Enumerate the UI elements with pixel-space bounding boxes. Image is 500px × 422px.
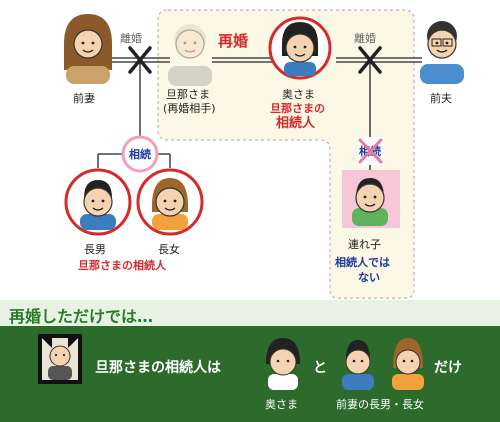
husband-figure bbox=[168, 24, 212, 86]
ex-husband-label: 前夫 bbox=[430, 92, 452, 105]
husband-label: 旦那さま bbox=[166, 88, 210, 101]
stepchild-figure bbox=[352, 178, 388, 226]
ex-husband-figure bbox=[420, 21, 464, 84]
stepchild-note-line1: 相続人では bbox=[335, 256, 390, 269]
summary-and-text: と bbox=[313, 360, 327, 376]
summary-bar bbox=[0, 326, 500, 422]
cross-icon bbox=[358, 138, 383, 164]
wife-heir-line2: 相続人 bbox=[276, 116, 316, 131]
ex-wife-label: 前妻 bbox=[73, 92, 95, 105]
summary-children-caption: 前妻の長男・長女 bbox=[336, 398, 424, 411]
ex-wife-figure bbox=[64, 14, 112, 84]
divorce-label-right: 離婚 bbox=[354, 32, 376, 45]
inherit-children-label: 相続 bbox=[129, 148, 151, 161]
marriage-lines bbox=[112, 57, 422, 63]
divorce-label-left: 離婚 bbox=[120, 32, 142, 45]
wife-heir-line1: 旦那さまの bbox=[270, 102, 325, 115]
children-heir-label: 旦那さまの相続人 bbox=[78, 259, 166, 272]
summary-headline: 再婚しただけでは… bbox=[9, 307, 154, 326]
summary-wife-caption: 奥さま bbox=[265, 398, 298, 411]
summary-banner bbox=[0, 300, 500, 326]
wife-label: 奥さま bbox=[282, 88, 315, 101]
summary-only-text: だけ bbox=[434, 360, 462, 376]
stepchild-label: 連れ子 bbox=[348, 238, 381, 251]
daughter-label: 長女 bbox=[158, 243, 180, 256]
daughter-figure bbox=[152, 178, 188, 230]
remarriage-label: 再婚 bbox=[218, 32, 249, 50]
wife-figure bbox=[282, 22, 318, 76]
stepchild-note-line2: ない bbox=[358, 271, 380, 284]
summary-main-text: 旦那さまの相続人は bbox=[95, 360, 221, 376]
son-label: 長男 bbox=[84, 243, 106, 256]
inherit-ring bbox=[121, 135, 159, 173]
son-figure bbox=[80, 180, 116, 230]
husband-sublabel: (再婚相手) bbox=[163, 102, 216, 115]
